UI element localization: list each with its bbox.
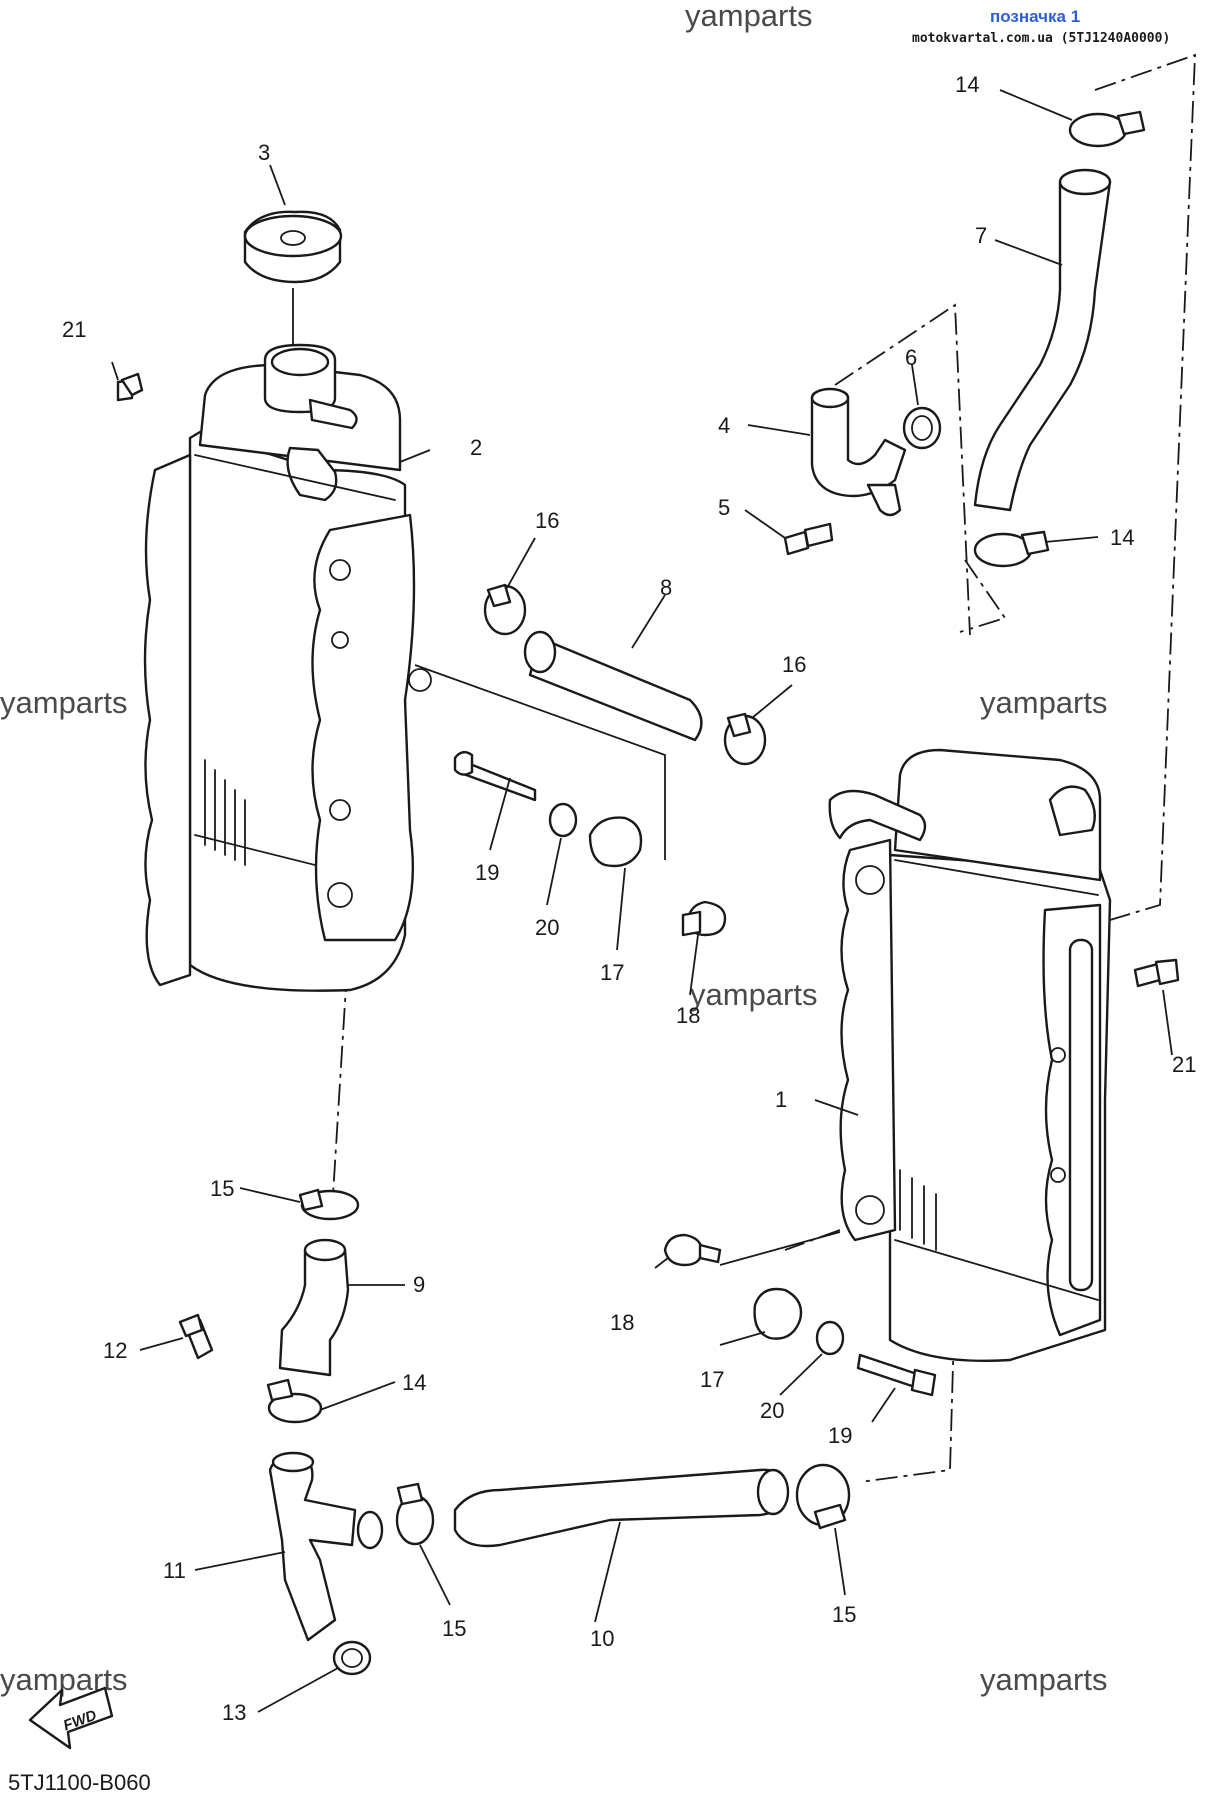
radiator-cap <box>243 210 343 345</box>
callout-17: 17 <box>600 960 624 985</box>
callout-21: 21 <box>1172 1052 1196 1077</box>
callout-1: 1 <box>775 1087 787 1112</box>
header-label: позначка 1 <box>990 7 1080 26</box>
callout-16: 16 <box>782 652 806 677</box>
watermark: yamparts <box>980 1662 1107 1697</box>
mounting-hardware <box>663 1231 937 1397</box>
hose-clamp <box>795 1463 851 1530</box>
t-fitting <box>268 1451 384 1642</box>
callout-6: 6 <box>905 345 917 370</box>
callout-18: 18 <box>676 1003 700 1028</box>
bolt <box>1133 958 1180 988</box>
callout-9: 9 <box>413 1272 425 1297</box>
radiator-left <box>143 343 432 992</box>
callout-3: 3 <box>258 140 270 165</box>
bolt <box>116 372 144 402</box>
callout-16: 16 <box>535 508 559 533</box>
callout-19: 19 <box>828 1423 852 1448</box>
callout-15: 15 <box>210 1176 234 1201</box>
callout-4: 4 <box>718 413 730 438</box>
leader-lines <box>111 89 1173 1713</box>
hose-clamp <box>1068 110 1146 148</box>
hose-clamp <box>483 583 527 636</box>
callout-17: 17 <box>700 1367 724 1392</box>
fwd-arrow: FWD <box>28 1686 114 1750</box>
callout-18: 18 <box>610 1310 634 1335</box>
callout-20: 20 <box>760 1398 784 1423</box>
o-ring <box>902 406 942 450</box>
watermark: yamparts <box>0 685 127 720</box>
lower-hose <box>453 1468 790 1548</box>
callout-21: 21 <box>62 317 86 342</box>
callout-11: 11 <box>163 1558 186 1583</box>
callout-15: 15 <box>832 1602 856 1627</box>
lower-left-hose <box>278 1238 350 1377</box>
callout-10: 10 <box>590 1626 614 1651</box>
elbow-fitting <box>810 387 907 517</box>
upper-hose <box>973 168 1112 512</box>
hose-clamp <box>723 712 767 766</box>
watermark: yamparts <box>0 1662 127 1697</box>
callout-7: 7 <box>975 223 987 248</box>
connecting-hose <box>523 630 703 742</box>
radiator-right <box>828 748 1112 1363</box>
callout-8: 8 <box>660 575 672 600</box>
hose-clamp <box>266 1378 323 1424</box>
diagram-code: 5TJ1100-B060 <box>8 1770 151 1795</box>
hose-clamp <box>298 1188 360 1221</box>
washer <box>332 1640 372 1676</box>
mounting-hardware <box>414 664 727 937</box>
callout-12: 12 <box>103 1338 127 1363</box>
header-source: motokvartal.com.ua (5TJ1240A0000) <box>912 31 1170 46</box>
watermark: yamparts <box>690 977 817 1012</box>
callout-5: 5 <box>718 495 730 520</box>
hose-clamp <box>395 1482 435 1546</box>
callout-13: 13 <box>222 1700 246 1725</box>
watermark: yamparts <box>685 0 812 33</box>
watermark: yamparts <box>980 685 1107 720</box>
hose-clamp <box>973 530 1050 568</box>
bolt <box>783 522 834 556</box>
callout-14: 14 <box>1110 525 1134 550</box>
callout-19: 19 <box>475 860 499 885</box>
callout-20: 20 <box>535 915 559 940</box>
callout-14: 14 <box>402 1370 426 1395</box>
callout-15: 15 <box>442 1616 466 1641</box>
callout-14: 14 <box>955 72 979 97</box>
callout-2: 2 <box>470 435 482 460</box>
bleed-bolt <box>178 1313 214 1360</box>
